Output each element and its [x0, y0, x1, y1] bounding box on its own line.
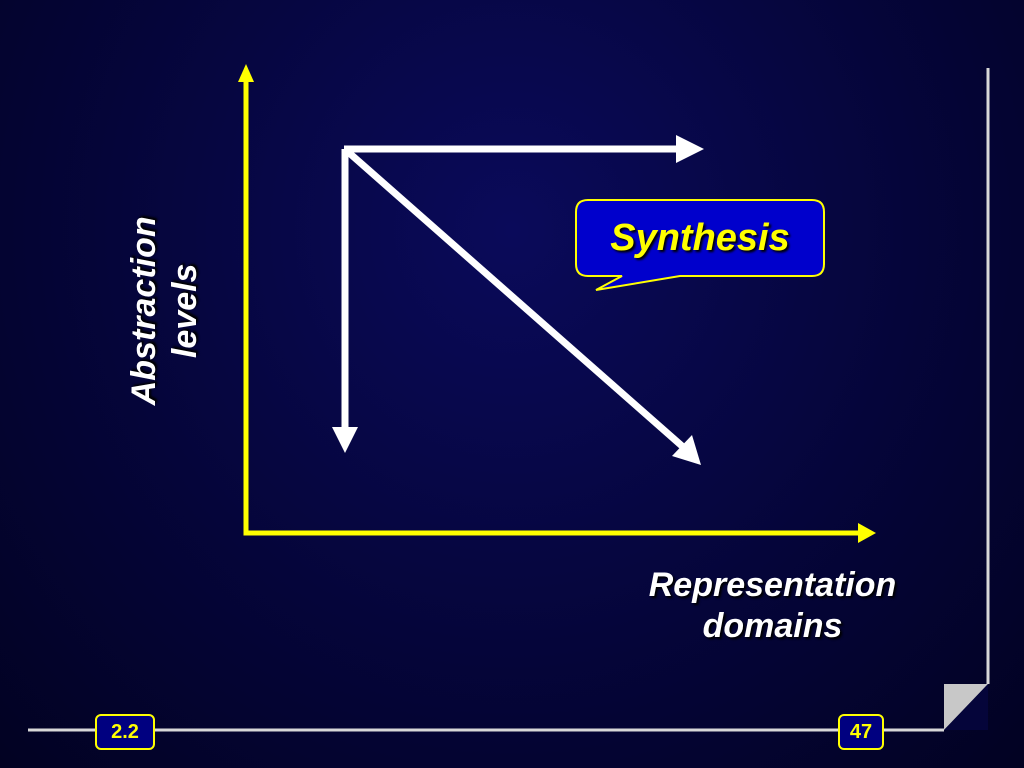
section-badge: 2.2	[95, 714, 155, 750]
page-frame	[28, 68, 990, 732]
synthesis-arrows	[332, 135, 704, 465]
y-axis-label: Abstraction levels	[125, 216, 204, 406]
page-number-badge: 47	[838, 714, 884, 750]
axis-lines	[243, 80, 862, 536]
page-curl-cutout	[944, 684, 988, 730]
x-axis-label: Representation domains	[648, 566, 897, 645]
horizontal-arrowhead	[676, 135, 704, 163]
callout-bubble	[575, 199, 825, 291]
vertical-arrowhead	[332, 427, 358, 453]
callout-text: Synthesis	[610, 216, 790, 259]
y-axis-arrowhead	[238, 64, 254, 82]
x-axis-arrowhead	[858, 523, 876, 543]
diagonal-arrow-line	[344, 148, 685, 449]
axes	[238, 64, 876, 543]
synthesis-callout	[575, 199, 825, 291]
diagonal-arrowhead	[672, 435, 701, 465]
